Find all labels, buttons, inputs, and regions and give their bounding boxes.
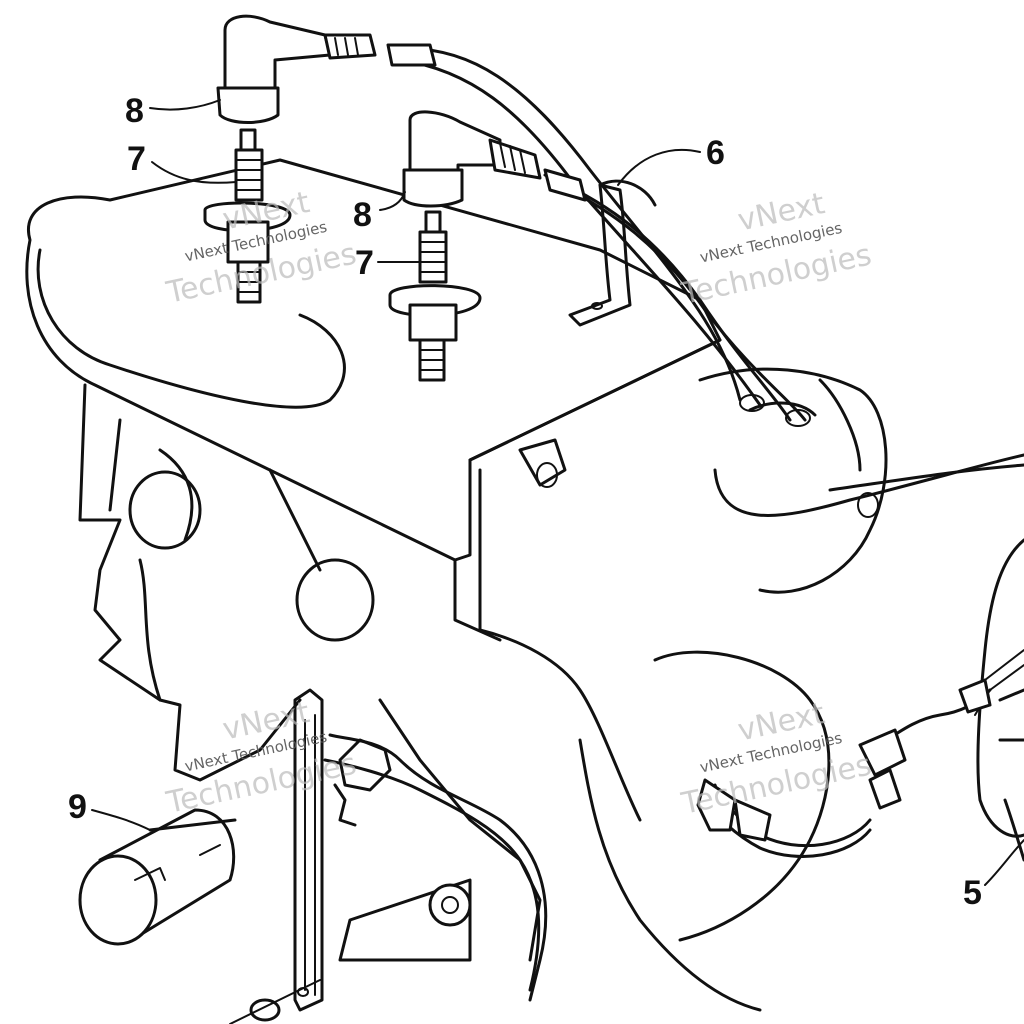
spark-plug-cap-middle — [402, 110, 587, 208]
callout-8-upper: 8 — [125, 92, 144, 130]
callout-6: 6 — [706, 134, 725, 172]
spark-plug-cap-left — [216, 14, 437, 124]
callout-9: 9 — [68, 788, 87, 826]
watermark-bottom-left: vNext vNext Technologies Technologies — [163, 695, 360, 821]
watermark-top-left: vNext vNext Technologies Technologies — [163, 185, 360, 311]
leader-8b — [379, 191, 406, 211]
spark-plug-middle — [388, 210, 482, 382]
ignition-cover — [518, 367, 1024, 594]
watermark-top-right: vNext vNext Technologies Technologies — [678, 186, 875, 312]
leader-lines — [91, 99, 1024, 886]
leader-7a — [151, 161, 237, 184]
mounting-bracket — [229, 688, 548, 1024]
spark-plug-left — [203, 128, 292, 304]
ignition-connectors — [696, 678, 992, 858]
callout-7-middle: 7 — [355, 244, 374, 282]
leader-8a — [149, 99, 221, 111]
callout-numbers: 8 7 8 7 6 9 5 — [68, 92, 982, 912]
leader-9 — [91, 809, 151, 831]
leader-5 — [984, 839, 1024, 886]
callout-8-middle: 8 — [353, 196, 372, 234]
wire-clamp — [568, 179, 657, 327]
callout-5: 5 — [963, 874, 982, 912]
callout-7-upper: 7 — [127, 140, 146, 178]
watermark-bottom-right: vNext vNext Technologies Technologies — [678, 696, 875, 822]
leader-6 — [617, 148, 701, 186]
cylindrical-part-9 — [78, 808, 237, 946]
cylinder-head — [25, 158, 722, 642]
